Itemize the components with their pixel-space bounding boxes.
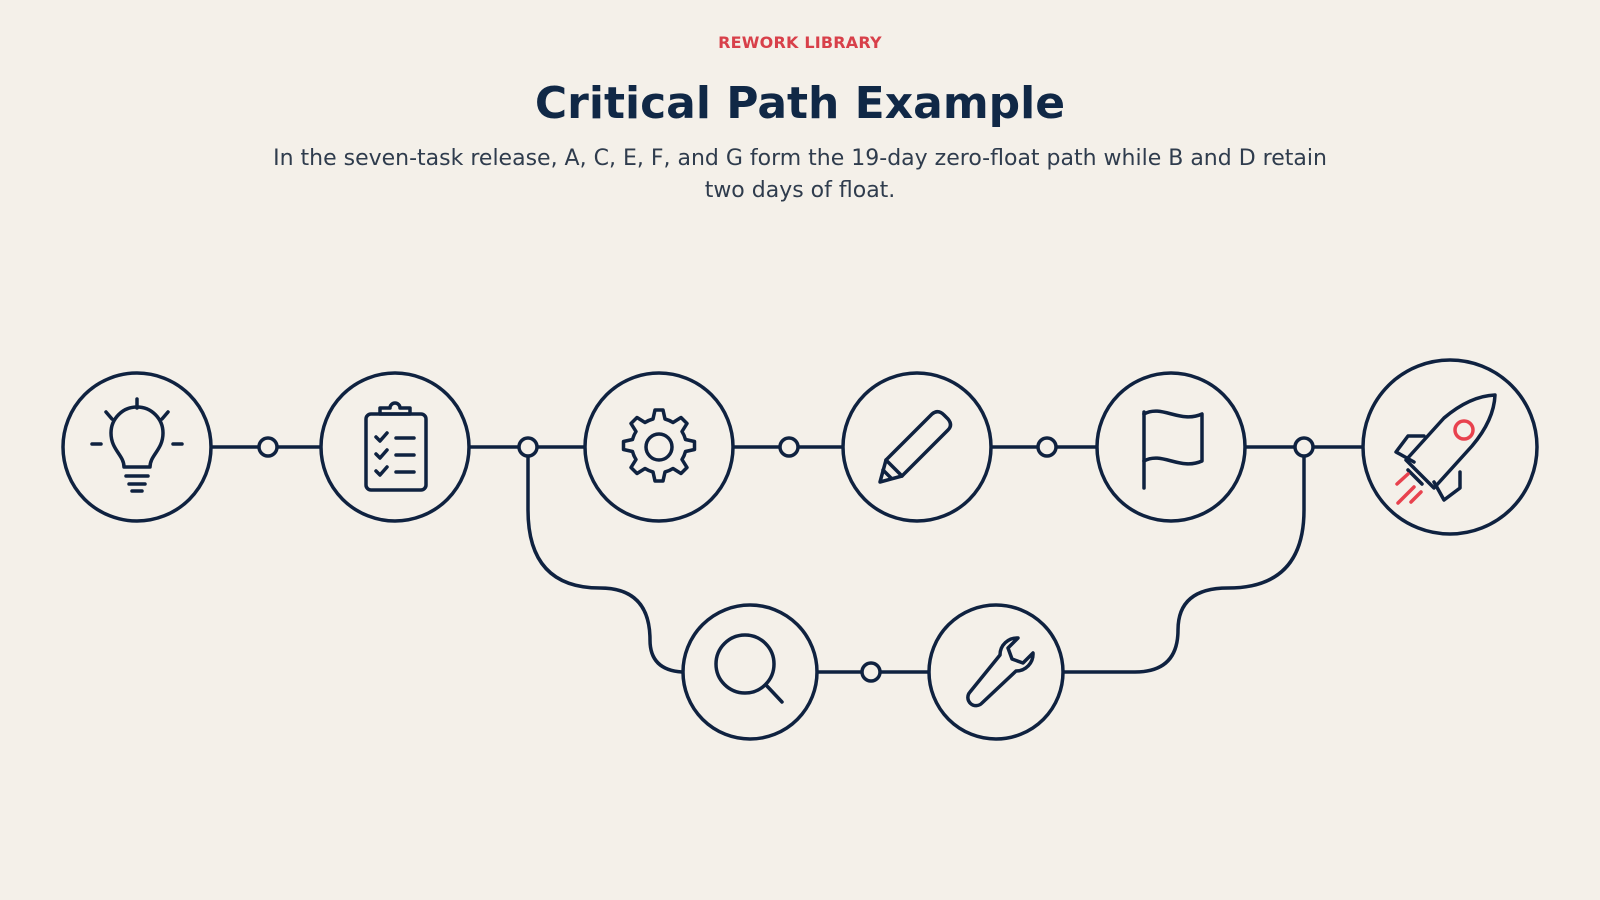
node-plan <box>319 371 471 523</box>
lightbulb-icon <box>90 397 184 493</box>
node-fix <box>927 603 1065 741</box>
page-title: Critical Path Example <box>534 78 1066 129</box>
node-review <box>681 603 819 741</box>
node-design <box>841 371 993 523</box>
gear-icon <box>621 408 697 483</box>
eyebrow-label: REWORK LIBRARY <box>718 33 882 52</box>
rocket-icon <box>1394 393 1497 505</box>
node-build <box>583 371 735 523</box>
junction-dot <box>257 436 279 458</box>
junction-dot <box>860 661 882 683</box>
flag-icon <box>1142 409 1204 490</box>
page-subtitle: In the seven-task release, A, C, E, F, a… <box>273 146 1327 203</box>
clipboard-checklist-icon <box>364 401 428 492</box>
junction-dot <box>517 436 539 458</box>
node-milestone <box>1095 371 1247 523</box>
junction-dots <box>257 436 1315 683</box>
junction-dot <box>1036 436 1058 458</box>
wrench-icon <box>966 636 1035 708</box>
pencil-icon <box>878 410 953 484</box>
magnifier-icon <box>714 633 784 704</box>
junction-dot <box>1293 436 1315 458</box>
node-launch <box>1361 358 1539 536</box>
node-idea <box>61 371 213 523</box>
junction-dot <box>778 436 800 458</box>
